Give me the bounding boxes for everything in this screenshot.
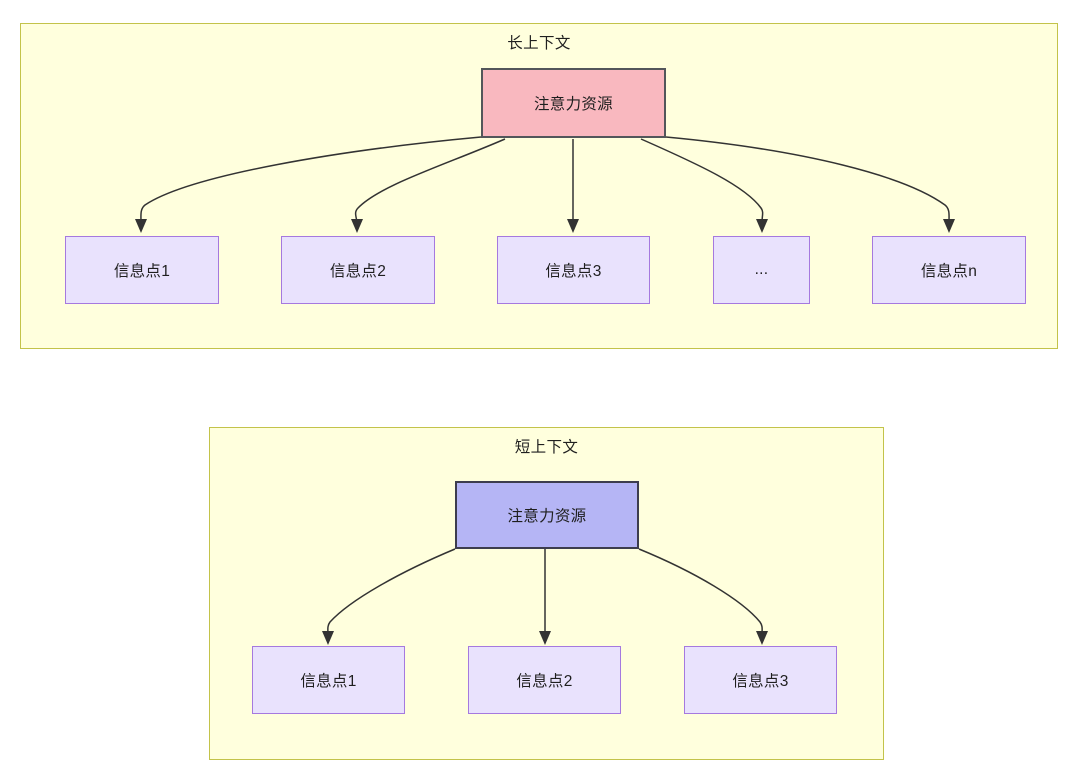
short-context-info-node-1[interactable]: 信息点1 xyxy=(252,646,405,714)
short-context-attention-node[interactable]: 注意力资源 xyxy=(455,481,639,549)
short-context-info-node-2[interactable]: 信息点2 xyxy=(468,646,621,714)
short-context-info-node-3[interactable]: 信息点3 xyxy=(684,646,837,714)
long-context-info-node-ellipsis[interactable]: ... xyxy=(713,236,810,304)
long-context-info-node-3[interactable]: 信息点3 xyxy=(497,236,650,304)
long-context-attention-node[interactable]: 注意力资源 xyxy=(481,68,666,138)
long-context-info-node-2[interactable]: 信息点2 xyxy=(281,236,435,304)
long-context-info-node-n[interactable]: 信息点n xyxy=(872,236,1026,304)
long-context-info-node-1[interactable]: 信息点1 xyxy=(65,236,219,304)
short-context-panel-title: 短上下文 xyxy=(514,439,579,456)
long-context-panel-title: 长上下文 xyxy=(507,35,571,52)
